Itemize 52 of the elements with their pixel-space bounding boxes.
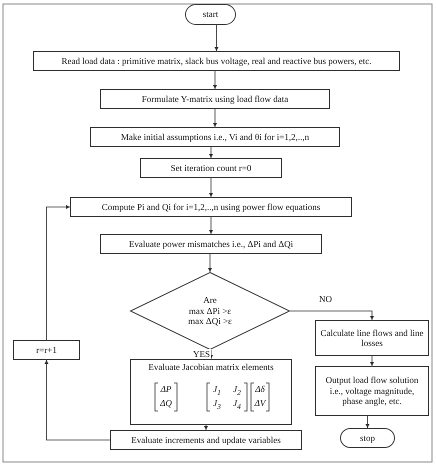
process-box [140,158,282,178]
arrow [214,24,218,52]
node-text: max ΔQi >ε [187,316,233,327]
arrow [204,424,208,430]
matrix-entry: J$_{2}$ [232,384,242,398]
arrow [44,360,110,440]
process-box [33,51,400,71]
box-heading: Evaluate Jacobian matrix elements [148,362,274,372]
process-box [130,359,292,425]
node-text: stop [358,432,376,444]
arrow [209,350,213,360]
process-box [315,366,429,416]
node-text: Evaluate increments and update variables [130,434,282,446]
node-text: Output load flow solution i.e., voltage magnitude, phase angle, etc. [324,375,420,407]
decision-diamond [130,272,290,350]
edge-label: YES [192,349,212,359]
node-text: Formulate Y-matrix using load flow data [140,94,290,104]
arrow [209,216,213,234]
process-box [13,340,80,360]
arrow [290,310,374,320]
node-text: Evaluate power mismatches i.e., ΔPi and ΔQi [128,238,294,250]
arrow [208,254,212,272]
node-text: Make initial assumptions i.e., Vi and θi for i=1,2,..,n [120,132,310,142]
node-text: Compute Pi and Qi for i=1,2,..,n using power flow equations [100,202,322,212]
node-text: Are [202,295,218,306]
matrix-entry: Δδ [254,384,266,395]
node-text: r=r+1 [35,344,58,356]
process-box [100,89,330,109]
process-box [315,320,429,356]
arrow [366,416,370,428]
matrix-entry: ΔQ [158,398,173,409]
arrow [46,205,70,340]
arrow [213,70,217,90]
matrix-entry: J$_{1}$ [212,384,222,398]
arrow [209,146,213,158]
matrix-entry: ΔP [159,384,172,395]
matrix-entry: J$_{4}$ [232,398,242,412]
process-box [70,197,352,217]
process-box [110,430,302,450]
process-box [100,234,322,254]
process-box [90,127,340,147]
edge-label: NO [318,294,333,304]
arrow [370,356,374,366]
arrow [209,178,213,198]
node-text: Calculate line flows and line losses [320,328,424,348]
matrix-entry: J$_{3}$ [212,398,222,412]
node-text: Set iteration count r=0 [170,162,252,174]
node-text: max ΔPi >ε [188,306,232,316]
node-text: Read load data : primitive matrix, slack bus voltage, real and reactive bus powers, etc. [60,56,372,66]
arrow [213,108,217,128]
node-text: start [202,9,220,20]
matrix-entry: ΔV [253,398,268,409]
